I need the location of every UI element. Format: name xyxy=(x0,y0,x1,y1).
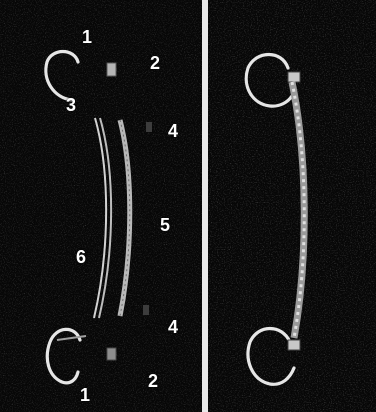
label-4-bottom: 4 xyxy=(168,318,178,336)
left-photo xyxy=(0,0,202,412)
label-2-top: 2 xyxy=(150,54,160,72)
bottom-small-part xyxy=(107,348,116,360)
top-piece-4 xyxy=(146,122,152,132)
label-1-bottom: 1 xyxy=(80,386,90,404)
label-6: 6 xyxy=(76,248,86,266)
label-1-top: 1 xyxy=(82,28,92,46)
left-photo-panel: 1 2 3 4 5 6 4 2 1 xyxy=(0,0,202,412)
assembled-top-clip xyxy=(288,72,300,82)
label-5: 5 xyxy=(160,216,170,234)
label-4-top: 4 xyxy=(168,122,178,140)
label-2-bottom: 2 xyxy=(148,372,158,390)
bottom-piece-4 xyxy=(143,305,149,315)
right-photo-panel xyxy=(208,0,376,412)
assembled-bottom-clip xyxy=(288,340,300,350)
label-3: 3 xyxy=(66,96,76,114)
top-small-part xyxy=(107,63,116,76)
right-photo xyxy=(208,0,376,412)
photo-grain xyxy=(0,0,202,412)
